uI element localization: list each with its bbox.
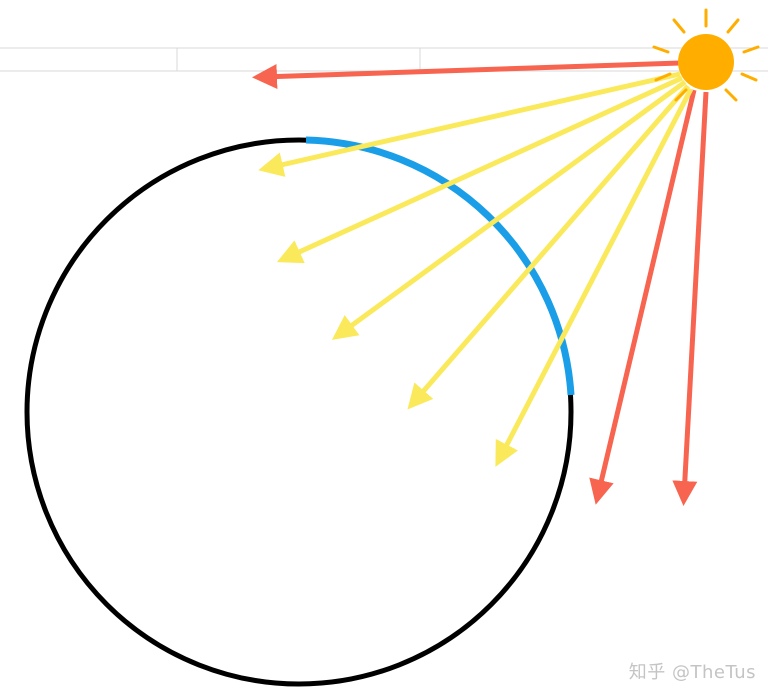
watermark-text: 知乎 @TheTus [628,662,756,683]
missed-light-rays [252,60,709,506]
incident-light-rays [258,71,694,467]
yellow-ray-1 [258,71,681,177]
sun-icon [652,8,760,102]
yellow-ray-4 [407,84,690,410]
yellow-ray-5 [495,87,694,467]
red-ray-down-2 [672,91,709,506]
yellow-ray-2 [276,75,684,264]
red-ray-left [252,60,681,89]
red-ray-down-1 [589,89,697,505]
planet-circle [24,137,574,687]
background-grid [0,47,768,72]
yellow-ray-3 [331,79,687,340]
